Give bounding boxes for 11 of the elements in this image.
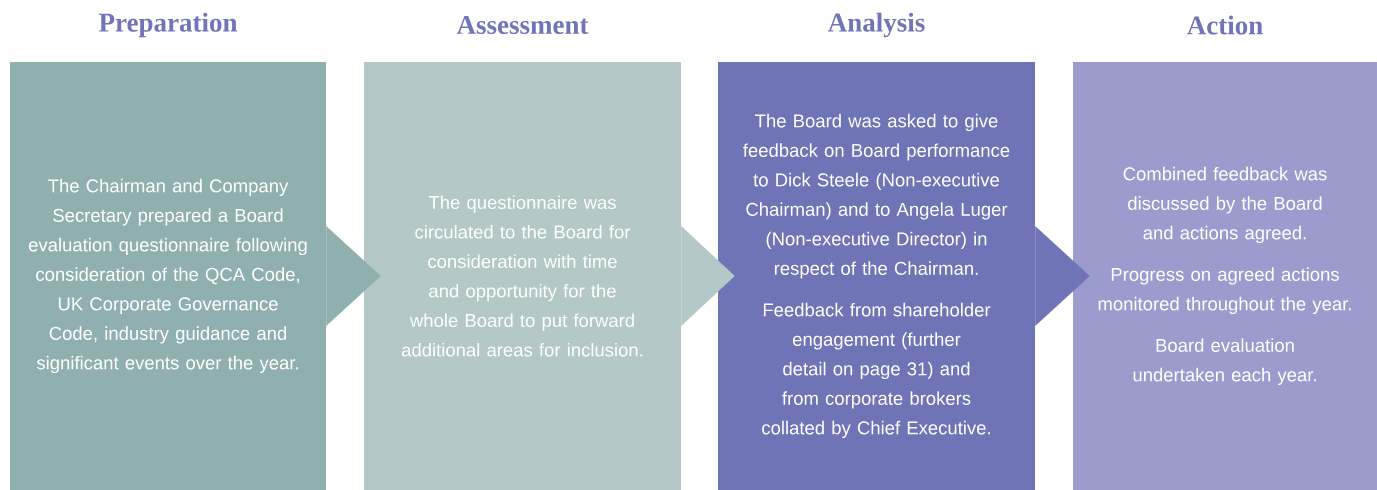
chevron-arrow [1035,226,1090,326]
process-box: Combined feedback was discussed by the Board and actions agreed. Progress on agreed actions monitored throughout the year. Board evaluation undertaken each year. [1073,62,1377,490]
column-heading: Analysis [828,12,925,38]
process-box: The Chairman and Company Secretary prepared a Board evaluation questionnaire following consideration of the QCA Code, UK Corporate Governance Code, industry guidance and significant events over the year. [10,62,326,490]
column-heading: Preparation [99,12,238,38]
column-heading: Assessment [456,15,589,35]
column-heading: Action [1187,15,1263,35]
chevron-arrow [326,226,381,326]
process-box: The questionnaire was circulated to the Board for consideration with time and opportunity for the whole Board to put forward additional areas for inclusion. [364,62,681,490]
chevron-arrow [681,226,735,326]
process-box: The Board was asked to give feedback on Board performance to Dick Steele (Non-executive Chairman) and to Angela Luger (Non-executive Director) in respect of the Chairman. Feedback from shareholder engagement (further detail on page 31) and from corporate brokers collated by Chief Executive. [718,62,1035,490]
